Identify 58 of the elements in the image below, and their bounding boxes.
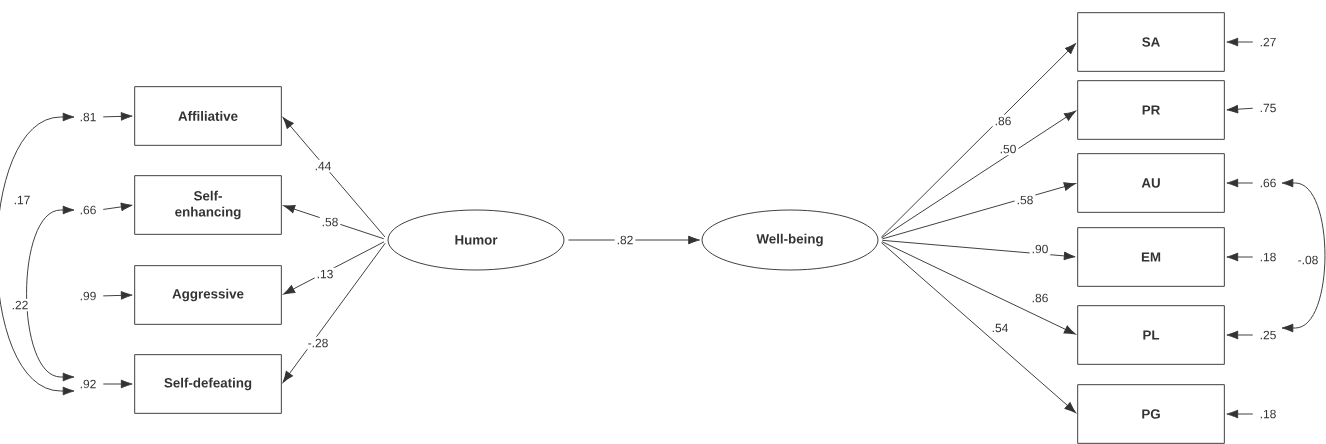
arrow (1226, 409, 1254, 419)
error-value: .99 (80, 291, 96, 301)
observed-variable-box: Aggressive (134, 265, 282, 325)
arrow (102, 291, 133, 300)
error-value: .75 (1260, 103, 1276, 113)
arrow (1226, 252, 1254, 262)
arrow (880, 43, 1077, 238)
arrow (102, 112, 133, 121)
arrow (1281, 178, 1326, 333)
edge-label: .17 (11, 193, 33, 207)
error-value: .66 (1260, 178, 1276, 188)
arrow (881, 242, 1077, 414)
arrow (0, 112, 75, 396)
edge-label: -.08 (1295, 253, 1321, 267)
arrow (26, 205, 75, 382)
arrow (283, 204, 385, 240)
arrow (568, 235, 700, 245)
arrow (102, 379, 133, 389)
observed-variable-box: Self-enhancing (134, 175, 282, 235)
observed-variable-box: PR (1077, 80, 1225, 140)
edge-label: -.28 (305, 336, 331, 350)
arrow (1226, 104, 1254, 114)
error-value: .81 (80, 112, 96, 122)
arrow (1226, 330, 1254, 340)
arrow (1226, 37, 1254, 47)
observed-variable-box: PG (1077, 384, 1225, 444)
observed-variable-box: AU (1077, 153, 1225, 213)
edge-label: .82 (614, 233, 636, 247)
observed-variable-box: Affiliative (134, 86, 282, 146)
arrow (881, 241, 1076, 335)
arrow (282, 242, 386, 383)
edge-label: .54 (989, 321, 1011, 335)
error-value: .18 (1260, 409, 1276, 419)
edge-label: .13 (314, 267, 336, 281)
edge-label: .22 (9, 298, 31, 312)
error-value: .27 (1260, 37, 1276, 47)
observed-variable-box: SA (1077, 12, 1225, 72)
error-value: .25 (1260, 330, 1276, 340)
observed-variable-box: EM (1077, 227, 1225, 287)
arrow (102, 202, 133, 212)
arrow (881, 182, 1076, 240)
edge-label: .44 (312, 159, 334, 173)
arrow (283, 241, 385, 295)
error-value: .66 (80, 205, 96, 215)
edge-label: .58 (1014, 193, 1036, 207)
edge-label: .90 (1029, 242, 1051, 256)
observed-variable-box: PL (1077, 305, 1225, 365)
arrow (881, 110, 1076, 239)
edge-label: .86 (1029, 291, 1051, 305)
arrow (1226, 178, 1254, 188)
edge-label: .86 (992, 114, 1014, 128)
arrow (282, 117, 386, 238)
error-value: .92 (80, 379, 96, 389)
observed-variable-box: Self-defeating (134, 354, 282, 414)
error-value: .18 (1260, 252, 1276, 262)
edge-label: .50 (997, 142, 1019, 156)
edge-label: .58 (319, 215, 341, 229)
arrow (882, 239, 1076, 261)
